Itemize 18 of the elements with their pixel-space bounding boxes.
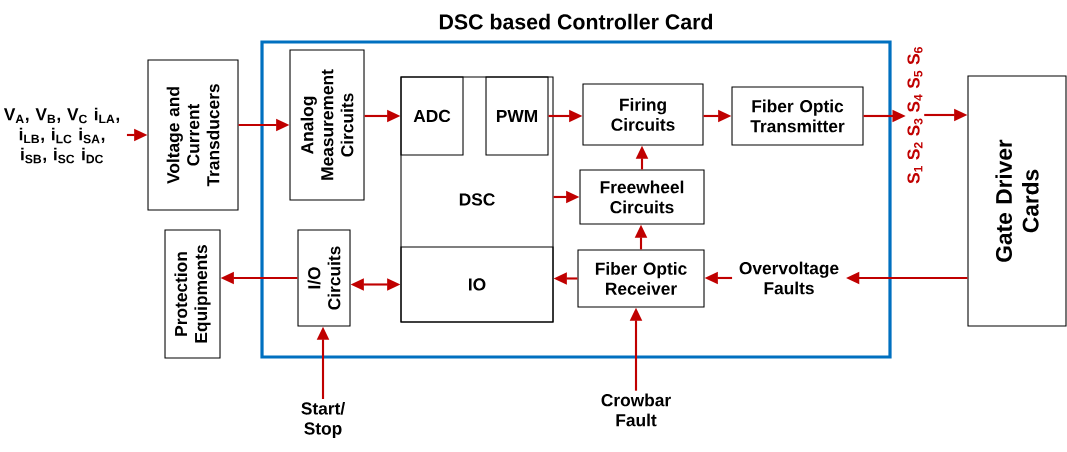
block-box: Analog Measurement Circuits [289, 49, 365, 201]
block-box: Protection Equipments [164, 229, 221, 359]
signal-text: S$_{1}$ S$_{2}$ S$_{3}$ S$_{4}$ S$_{5}$ S$_{6}$ [907, 47, 923, 184]
card-heading: DSC based Controller Card [439, 13, 713, 30]
block-box: Freewheel Circuits [579, 169, 705, 225]
block-box: Fiber Optic Receiver [577, 249, 705, 308]
block-box: Firing Circuits [582, 83, 704, 146]
block-box: Gate Driver Cards [967, 75, 1067, 327]
block-box: Fiber Optic Transmitter [731, 86, 864, 146]
signal-text: Crowbar Fault [601, 393, 671, 427]
signal-text: V$_{A}$, V$_{B}$, V$_{C}$ i$_{LA}$, i$_{LB}$, i$_{LC}$ i$_{SA}$, i$_{SB}$, i$_{SC}$ i$_{DC}$ [3, 107, 120, 164]
block-box: ADC [400, 76, 464, 156]
block-box: IO [400, 246, 554, 323]
block-box: I/O Circuits [297, 229, 351, 327]
signal-text: Overvoltage Faults [739, 261, 839, 295]
block-box: Voltage and Current Transducers [147, 59, 239, 211]
block-box: PWM [485, 76, 549, 156]
signal-text: Start/ Stop [301, 401, 345, 439]
